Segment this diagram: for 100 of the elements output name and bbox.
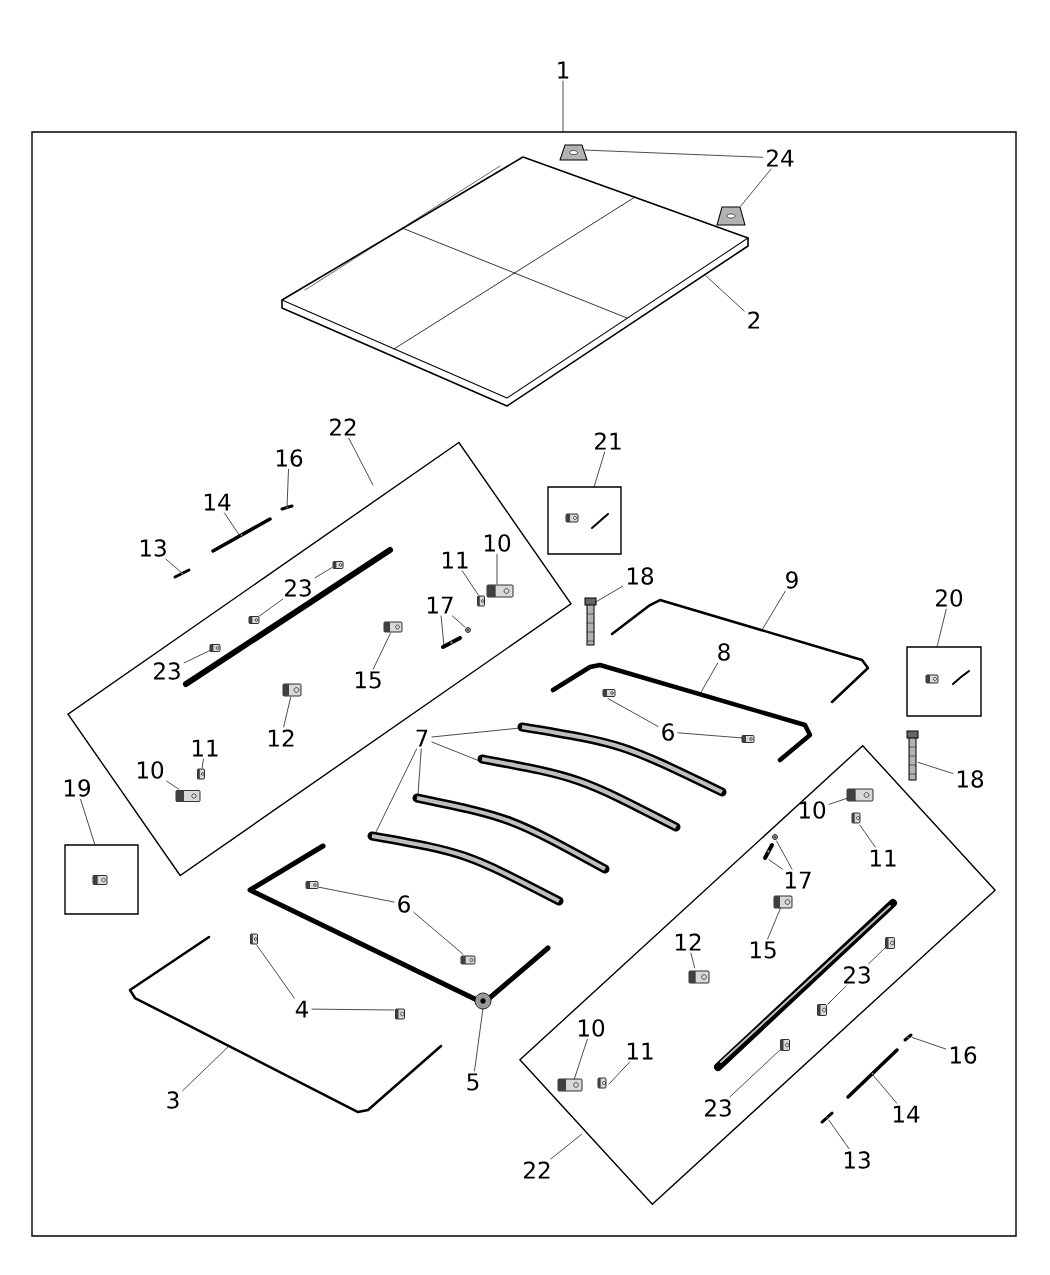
callout-number: 15 [750,941,776,959]
leader-line [256,944,295,999]
leader-line [318,886,395,903]
bracket [282,683,302,697]
clip [716,206,746,226]
leader-line [593,451,606,488]
callout-number: 10 [484,534,511,552]
bow [517,722,727,797]
callout-number: 23 [285,579,311,597]
leader-line [562,80,564,133]
leader-line [729,1049,781,1098]
leader-line [705,275,745,312]
post [906,730,919,781]
leader-line [375,748,418,834]
latch [557,1078,583,1092]
leader-line [859,824,876,848]
clip [885,937,895,949]
clip [332,561,344,569]
leader-line [911,1036,947,1050]
leader-line [828,797,848,805]
leader-line [461,570,479,596]
clip [780,1039,790,1051]
callout-number: 10 [799,801,826,819]
leader-line [496,553,498,585]
callout-number: 2 [748,311,760,329]
leader-line [440,615,445,646]
leader-line [573,1038,588,1080]
callout-number: 19 [64,779,90,797]
leader-line [166,780,180,790]
leader-line [776,840,793,870]
hook [851,812,861,824]
callout-number: 13 [844,1151,870,1169]
kit-box [547,486,622,555]
bracket [773,895,793,909]
corner-piece [474,992,492,1010]
latch [846,788,874,802]
pin [820,1111,834,1124]
frame-border [31,131,1017,1237]
hook [597,1077,607,1089]
callout-number: 13 [140,539,166,557]
callout-number: 18 [957,770,984,788]
rod [211,517,272,553]
leader-line [80,798,96,846]
callout-number: 23 [154,662,180,680]
callout-number: 10 [137,761,164,779]
callout-number: 11 [442,551,468,569]
leader-line [594,585,624,603]
callout-number: 20 [936,589,963,607]
leader-line [867,947,886,965]
leader-line [761,590,786,631]
post [584,597,597,646]
kit-box [64,844,139,915]
callout-number: 10 [578,1019,605,1037]
callout-number: 22 [524,1161,550,1179]
leader-line [699,662,719,695]
pin [903,1033,913,1042]
pin [763,843,774,860]
leader-line [311,1008,395,1011]
leader-line [413,911,464,955]
callout-number: 11 [870,849,896,867]
leader-line [550,1133,583,1160]
clip [395,1008,405,1020]
leader-line [690,952,696,969]
clip [305,881,319,889]
callout-number: 15 [355,671,381,689]
callout-number: 22 [330,418,356,436]
latch [486,584,514,598]
kit-box [906,646,982,717]
callout-number: 24 [767,149,794,167]
callout-number: 21 [595,432,621,450]
pin [280,504,294,511]
pin [173,568,191,579]
leader-line [768,859,784,870]
callout-number: 12 [268,729,294,747]
leader-line [372,632,392,670]
callout-number: 14 [204,493,231,511]
leader-line [740,168,772,207]
leader-line [936,608,947,648]
clip [817,1004,827,1016]
clip [209,644,221,652]
rod [846,1048,899,1099]
leader-line [451,615,466,628]
leader-line [474,1008,484,1072]
callout-number: 5 [467,1073,479,1091]
pin [441,636,462,649]
callout-number: 7 [416,729,428,747]
leader-line [182,1045,230,1092]
callout-number: 4 [295,1000,309,1018]
clip [248,616,260,624]
callout-number: 14 [893,1105,920,1123]
bow [477,754,681,832]
leader-line [677,732,743,739]
leader-line [283,696,292,728]
leader-line [258,598,284,617]
leader-line [767,907,782,940]
callout-number: 1 [558,61,569,79]
leader-line [827,985,847,1005]
leader-line [417,748,422,795]
ball [772,834,778,840]
callout-number: 23 [705,1099,731,1117]
